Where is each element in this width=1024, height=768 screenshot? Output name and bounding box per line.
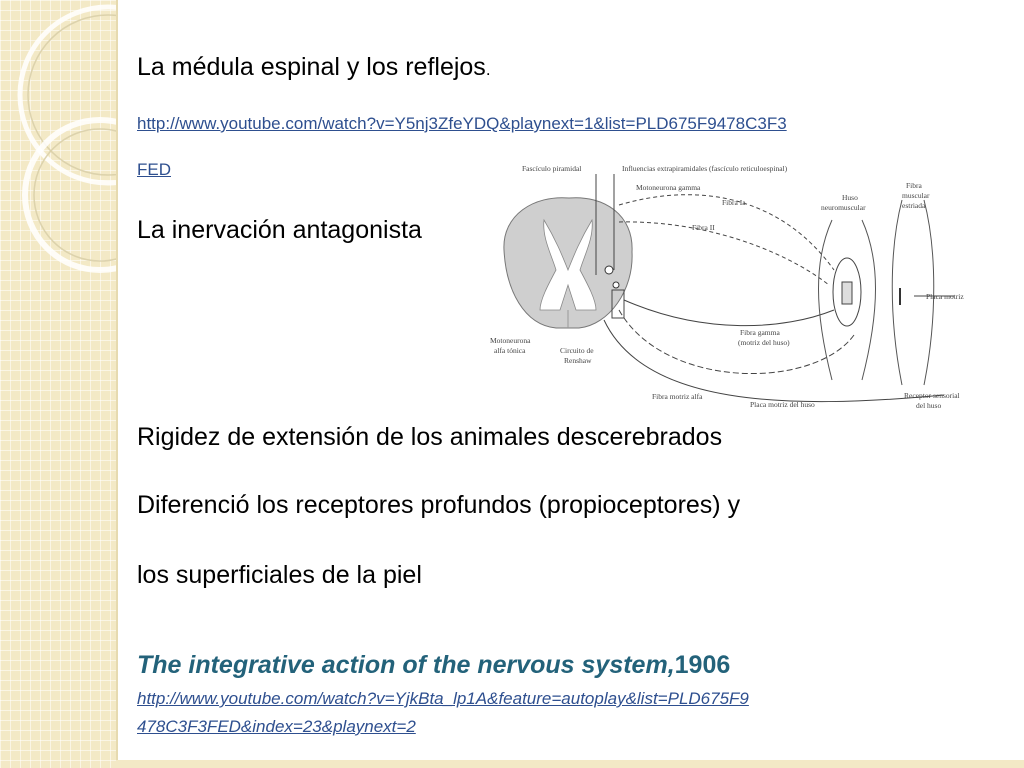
label-placa-motriz-huso: Placa motriz del huso	[750, 400, 815, 409]
label-motoneurona-gamma: Motoneurona gamma	[636, 183, 701, 192]
slide-heading: La médula espinal y los reflejos.	[137, 52, 491, 85]
label-fibra-ia: Fibra Ia	[722, 198, 746, 207]
label-motoneurona-alfa-1: Motoneurona	[490, 336, 531, 345]
youtube-link-2-line1[interactable]: http://www.youtube.com/watch?v=YjkBta_lp…	[137, 689, 749, 708]
line-rigidez: Rigidez de extensión de los animales des…	[137, 423, 723, 451]
label-receptor-1: Receptor sensorial	[904, 391, 960, 400]
decorative-bottom-band	[116, 760, 1024, 768]
label-circuito-1: Circuito de	[560, 346, 594, 355]
heading-text: La médula espinal y los reflejos	[137, 53, 486, 81]
label-huso-2: neuromuscular	[821, 203, 866, 212]
book-year: 1906	[674, 651, 731, 679]
youtube-link-1-line1[interactable]: http://www.youtube.com/watch?v=Y5nj3ZfeY…	[137, 114, 787, 133]
book-citation: The integrative action of the nervous sy…	[137, 650, 730, 680]
subheading-antagonista: La inervación antagonista	[137, 216, 422, 244]
label-fibra-motriz-alfa: Fibra motriz alfa	[652, 392, 703, 401]
spinal-cord-section	[503, 197, 633, 329]
label-circuito-2: Renshaw	[564, 356, 592, 365]
youtube-link-1-line2[interactable]: FED	[137, 160, 171, 179]
label-fibra-muscular-2: muscular	[902, 191, 930, 200]
youtube-link-2-line2[interactable]: 478C3F3FED&index=23&playnext=2	[137, 717, 416, 736]
line-diferencio-1: Diferenció los receptores profundos (pro…	[137, 491, 741, 519]
label-influencias: Influencias extrapiramidales (fascículo …	[622, 164, 788, 173]
book-title: The integrative action of the nervous sy…	[137, 651, 675, 679]
label-huso-1: Huso	[842, 193, 858, 202]
spinal-reflex-diagram: Fascículo piramidal Influencias extrapir…	[490, 164, 964, 410]
label-fasciculo-piramidal: Fascículo piramidal	[522, 164, 581, 173]
sidebar-arcs	[17, 4, 116, 273]
heading-period: .	[485, 60, 491, 79]
label-fibra-muscular-3: estriada	[902, 201, 926, 210]
label-placa-motriz: Placa motriz	[926, 292, 964, 301]
label-motoneurona-alfa-2: alfa tónica	[494, 346, 526, 355]
label-fibra-gamma-2: (motriz del huso)	[738, 338, 790, 347]
label-fibra-muscular-1: Fibra	[906, 181, 923, 190]
line-diferencio-2: los superficiales de la piel	[137, 561, 422, 589]
label-receptor-2: del huso	[916, 401, 941, 410]
decorative-sidebar	[0, 0, 118, 768]
label-fibra-gamma-1: Fibra gamma	[740, 328, 780, 337]
label-fibra-ii: Fibra II	[692, 223, 715, 232]
